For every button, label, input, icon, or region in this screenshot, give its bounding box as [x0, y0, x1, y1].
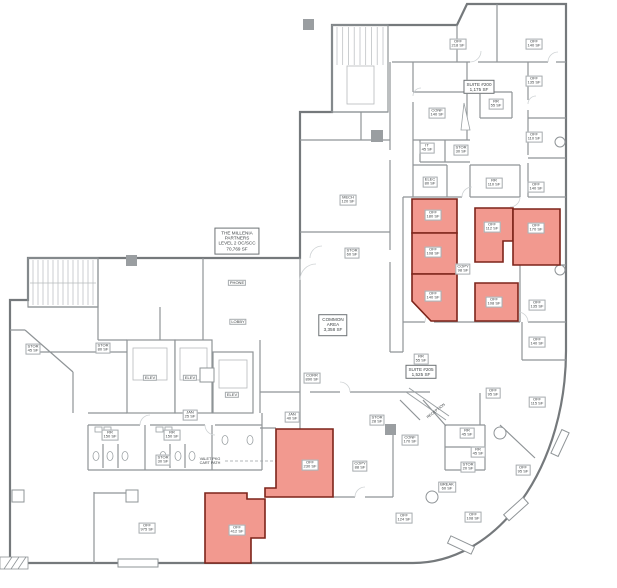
- window-markers: [117, 428, 570, 568]
- elevator-bank: [126, 339, 254, 414]
- stairwell-top: [331, 24, 389, 113]
- highlighted-room-office-5: [512, 208, 561, 266]
- reception-desk: [405, 387, 450, 421]
- highlighted-room-office-1: [411, 198, 458, 234]
- highlighted-room-office-7: [264, 428, 334, 498]
- highlighted-room-office-2: [411, 232, 458, 275]
- highlighted-room-office-3: [411, 273, 458, 322]
- highlighted-rooms-layer: [204, 198, 561, 564]
- restroom-fixtures: [92, 426, 254, 461]
- highlighted-room-office-8: [204, 492, 266, 564]
- highlighted-room-office-4: [474, 207, 514, 263]
- vent-hatch: [0, 556, 29, 570]
- stairwell-left: [27, 257, 99, 308]
- highlighted-room-office-6: [474, 282, 519, 322]
- double-door-marker: [460, 102, 471, 131]
- structural-columns: [11, 19, 566, 504]
